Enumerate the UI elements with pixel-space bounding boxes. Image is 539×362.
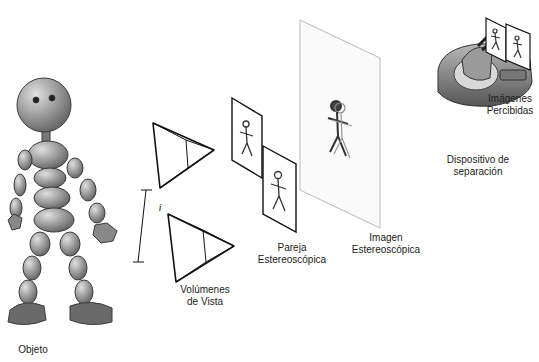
perceived-images [486, 18, 530, 70]
view-volumes [153, 123, 234, 282]
dimension-label: i [153, 201, 167, 213]
stereo-pair-label: Pareja Estereoscópica [250, 242, 334, 266]
robot-figure [8, 78, 117, 325]
stereo-image-label: Imagen Estereoscópica [344, 232, 428, 256]
dimension-bracket [133, 190, 152, 262]
stereoscopic-image [300, 20, 380, 228]
separation-device-label: Dispositivo de separación [433, 154, 523, 178]
view-volumes-label: Volúmenes de Vista [176, 284, 234, 308]
object-label: Objeto [3, 344, 63, 356]
stereo-pair [232, 98, 296, 232]
perceived-images-label: Imágenes Percibidas [484, 93, 536, 117]
